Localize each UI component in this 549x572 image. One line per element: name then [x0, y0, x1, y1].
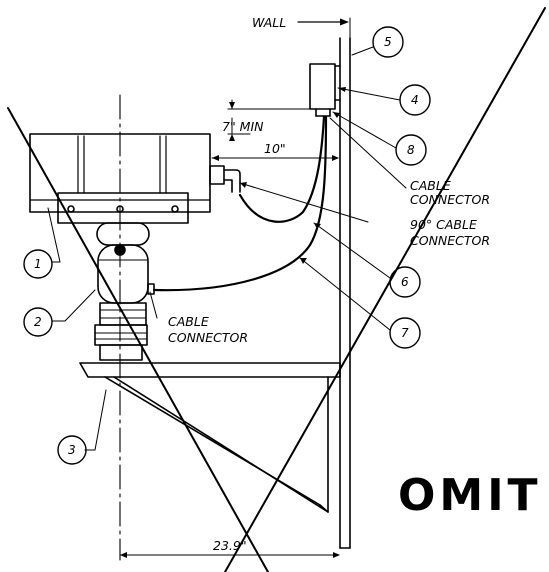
connector-90: [209, 165, 241, 193]
cable-connector-bottom-label-2: CONNECTOR: [168, 330, 248, 345]
callout-2-text: 2: [34, 315, 42, 329]
callout-7-text: 7: [401, 326, 409, 340]
cable-upper: [238, 115, 326, 223]
leader-5: [351, 46, 374, 56]
leader-cable-connector-bottom: [149, 291, 158, 319]
callout-8-text: 8: [407, 143, 415, 157]
leader-3: [84, 389, 107, 451]
cable-90-label-1: 90° CABLE: [410, 217, 477, 232]
callout-1-text: 1: [34, 257, 42, 271]
callout-4-text: 4: [411, 93, 419, 107]
callout-1: [23, 249, 53, 279]
callout-4: [399, 84, 431, 116]
cable-connector-bottom-label-1: CABLE: [168, 314, 209, 329]
leader-arrowheads: [240, 87, 346, 264]
leader-6: [313, 222, 391, 279]
callout-circles: [23, 26, 431, 465]
leader-7: [299, 257, 391, 331]
omit-label: OMIT: [398, 470, 542, 521]
wall-label: WALL: [252, 15, 286, 30]
callout-5: [372, 26, 404, 58]
wall-label-arrow: [297, 18, 349, 26]
leader-4: [337, 87, 401, 101]
callout-7: [389, 317, 421, 349]
callout-5-text: 5: [384, 35, 392, 49]
leader-2: [51, 289, 96, 322]
wall-bracket: [79, 362, 341, 513]
callout-3-text: 3: [68, 443, 76, 457]
dim-10: [211, 155, 339, 161]
junction-box: [309, 63, 341, 117]
callout-8: [395, 134, 427, 166]
omit-cross: [7, 7, 546, 572]
callout-2: [23, 307, 53, 337]
leader-1: [47, 207, 61, 263]
cable-connector-top-label-1: CABLE: [410, 178, 451, 193]
leader-cable-connector: [329, 117, 407, 189]
min-clearance-label: 7" MIN: [222, 119, 264, 134]
pan-tilt-head: [94, 222, 155, 361]
dim-7-min: [227, 99, 311, 141]
wall: [339, 17, 351, 549]
cable-connector-top-label-2: CONNECTOR: [410, 192, 490, 207]
width-dim-label: 23.9": [213, 538, 247, 553]
leader-8: [332, 111, 397, 149]
leader-90-connector: [239, 182, 369, 223]
dim-23-9: [119, 552, 340, 558]
callout-3: [57, 435, 87, 465]
cable-90-label-2: CONNECTOR: [410, 233, 490, 248]
cable-lower: [152, 115, 328, 292]
leaders: [47, 46, 407, 451]
callout-6-text: 6: [401, 275, 409, 289]
offset-label: 10": [264, 141, 286, 156]
